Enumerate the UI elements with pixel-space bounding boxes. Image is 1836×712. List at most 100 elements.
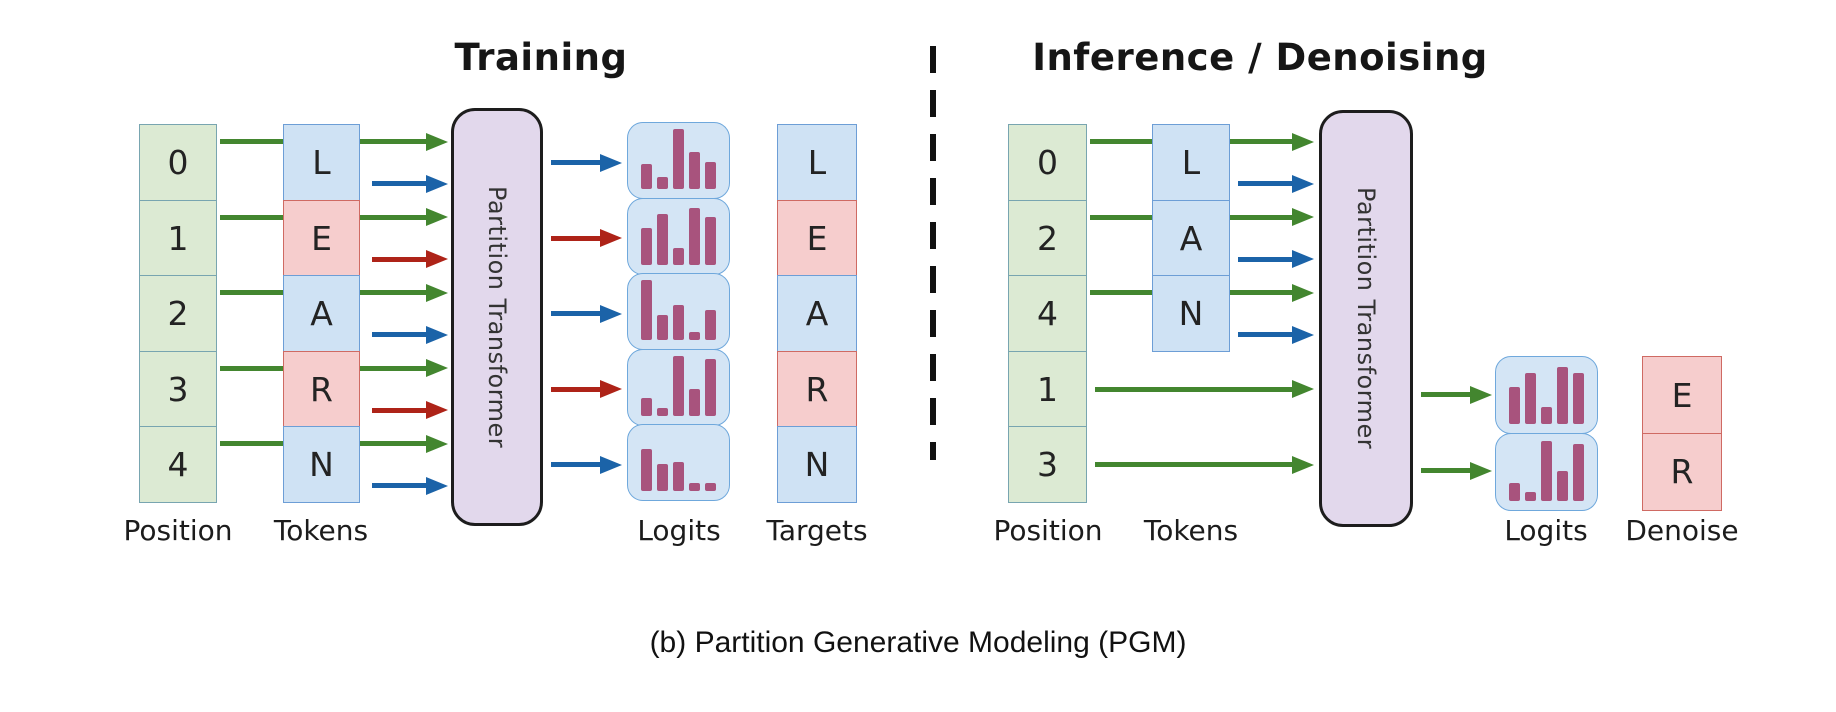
inference-position-column: 0 2 4 1 3 xyxy=(1008,124,1087,503)
logit-bar xyxy=(1541,407,1552,424)
token-cell: N xyxy=(1152,275,1230,352)
position-cell: 1 xyxy=(139,199,217,277)
training-logits-label: Logits xyxy=(637,514,721,547)
inference-tokens-label: Tokens xyxy=(1143,514,1239,547)
logit-bar xyxy=(673,355,684,416)
blue-arrow xyxy=(1238,174,1314,193)
position-cell: 3 xyxy=(139,350,217,428)
target-cell: E xyxy=(777,199,857,277)
denoise-cell: E xyxy=(1642,356,1722,434)
inference-token-column: L A N xyxy=(1152,124,1230,352)
target-cell: N xyxy=(777,426,857,503)
green-arrow xyxy=(1421,385,1492,404)
logits-box xyxy=(627,122,730,199)
position-cell: 1 xyxy=(1008,350,1087,428)
blue-arrow xyxy=(551,455,622,474)
logit-bar xyxy=(689,483,700,491)
training-title: Training xyxy=(454,36,628,79)
token-cell: R xyxy=(283,350,360,428)
logit-bar xyxy=(673,462,684,491)
blue-arrow xyxy=(551,304,622,323)
logit-bar xyxy=(1509,482,1520,501)
training-targets-column: L E A R N xyxy=(777,124,857,503)
position-cell: 0 xyxy=(1008,124,1087,201)
green-arrow xyxy=(1095,455,1314,474)
position-cell: 4 xyxy=(139,426,217,503)
target-cell: A xyxy=(777,275,857,352)
token-cell: L xyxy=(1152,124,1230,201)
logit-bar xyxy=(641,164,652,189)
logits-box xyxy=(1495,432,1598,511)
logit-bar xyxy=(657,315,668,340)
logit-bar xyxy=(705,358,716,416)
target-cell: L xyxy=(777,124,857,201)
red-arrow xyxy=(372,250,448,268)
logits-bars xyxy=(641,280,716,340)
inference-partition-transformer: Partition Transformer xyxy=(1319,110,1413,527)
training-logits-column xyxy=(627,122,730,501)
position-cell: 2 xyxy=(1008,199,1087,277)
logits-bars xyxy=(641,355,716,416)
red-arrow xyxy=(551,380,622,398)
logit-bar xyxy=(689,152,700,189)
logit-bar xyxy=(641,227,652,265)
logit-bar xyxy=(689,388,700,416)
logit-bar xyxy=(705,483,716,491)
target-cell: R xyxy=(777,350,857,428)
blue-arrow xyxy=(1238,325,1314,344)
logits-bars xyxy=(1509,440,1584,501)
blue-arrow xyxy=(372,325,448,344)
blue-arrow xyxy=(372,476,448,495)
blue-arrow xyxy=(551,153,622,172)
logit-bar xyxy=(673,305,684,340)
logit-bar xyxy=(1557,367,1568,424)
logit-bar xyxy=(1541,440,1552,501)
logit-bar xyxy=(705,162,716,189)
logits-bars xyxy=(641,433,716,491)
logit-bar xyxy=(1557,470,1568,501)
position-cell: 2 xyxy=(139,275,217,352)
logit-bar xyxy=(1525,373,1536,424)
inference-denoise-column: E R xyxy=(1642,356,1722,511)
token-cell: A xyxy=(1152,199,1230,277)
training-partition-transformer: Partition Transformer xyxy=(451,108,543,526)
logit-bar xyxy=(705,310,716,340)
logit-bar xyxy=(705,216,716,265)
logits-bars xyxy=(641,207,716,265)
logit-bar xyxy=(657,213,668,265)
logit-bar xyxy=(689,332,700,340)
logits-bars xyxy=(1509,365,1584,424)
inference-logits-label: Logits xyxy=(1504,514,1588,547)
green-arrow xyxy=(1095,380,1314,398)
training-tokens-label: Tokens xyxy=(273,514,369,547)
training-position-label: Position xyxy=(123,514,233,547)
training-targets-label: Targets xyxy=(766,514,868,547)
panel-divider-dashed-line xyxy=(930,46,936,460)
logit-bar xyxy=(1525,491,1536,501)
training-position-column: 0 1 2 3 4 xyxy=(139,124,217,503)
inference-position-label: Position xyxy=(993,514,1103,547)
inference-logits-column xyxy=(1495,356,1598,511)
logit-bar xyxy=(641,449,652,491)
logit-bar xyxy=(657,407,668,416)
position-cell: 0 xyxy=(139,124,217,201)
inference-denoise-label: Denoise xyxy=(1625,514,1739,547)
position-cell: 3 xyxy=(1008,426,1087,503)
blue-arrow xyxy=(372,174,448,193)
token-cell: L xyxy=(283,124,360,201)
logits-bars xyxy=(641,129,716,189)
position-cell: 4 xyxy=(1008,275,1087,352)
logit-bar xyxy=(657,464,668,491)
logit-bar xyxy=(673,247,684,265)
logit-bar xyxy=(1573,443,1584,501)
transformer-label: Partition Transformer xyxy=(1352,187,1380,450)
logit-bar xyxy=(673,129,684,189)
logit-bar xyxy=(641,397,652,416)
logits-box xyxy=(627,424,730,501)
training-token-column: L E A R N xyxy=(283,124,360,503)
logits-box xyxy=(627,273,730,350)
token-cell: N xyxy=(283,426,360,503)
transformer-label: Partition Transformer xyxy=(483,185,511,449)
logit-bar xyxy=(657,177,668,189)
